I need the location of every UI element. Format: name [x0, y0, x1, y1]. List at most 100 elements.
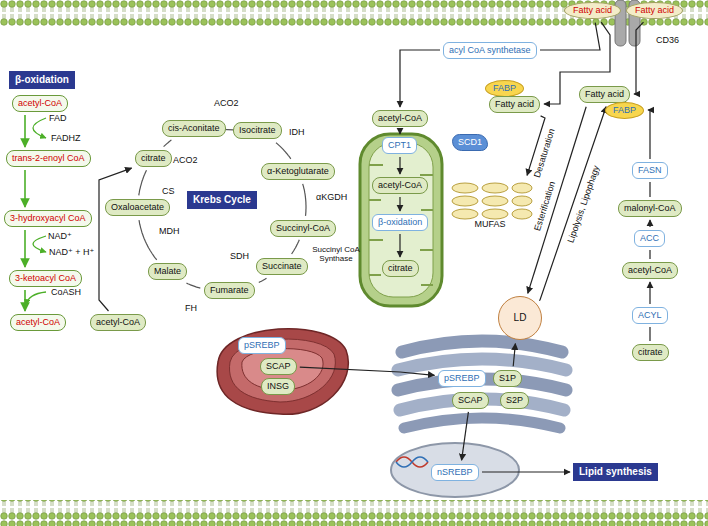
node-text: Isocitrate: [239, 125, 276, 135]
metabolite-box: acetyl-CoA: [372, 110, 428, 127]
connector: [482, 471, 570, 472]
edge-label: Esterification: [532, 180, 557, 232]
enzyme-label: CS: [162, 186, 175, 196]
node-text: LD: [514, 312, 527, 324]
node-text: pSREBP: [244, 340, 280, 350]
connector: [24, 230, 26, 267]
metabolite-box: acetyl-CoA: [372, 177, 428, 194]
metabolite-box: citrate: [632, 344, 669, 361]
enzyme-label: IDH: [289, 127, 305, 137]
node-text: acetyl-CoA: [18, 98, 62, 108]
node-text: citrate: [141, 153, 166, 163]
connector: [462, 412, 469, 460]
metabolite-box: acetyl-CoA: [90, 314, 146, 331]
metabolite-box: Oxaloacetate: [105, 199, 170, 216]
edge-label: Desaturation: [532, 127, 557, 179]
enzyme-box: acyl CoA synthetase: [443, 42, 537, 59]
connector: [24, 290, 26, 311]
connector: [649, 220, 650, 227]
connector: [399, 197, 400, 211]
metabolite-box: trans-2-enoyl CoA: [6, 150, 91, 167]
connector: [139, 170, 147, 195]
connector: [513, 344, 515, 367]
connector: [649, 182, 650, 197]
node-text: MUFAS: [474, 219, 505, 230]
node-text: Oxaloacetate: [111, 202, 164, 212]
connector: [259, 278, 267, 282]
metabolite-box: Fatty acid: [579, 86, 630, 103]
node-text: α-Ketoglutarate: [267, 166, 329, 176]
metabolite-box: Succinate: [256, 258, 308, 275]
node-text: citrate: [638, 347, 663, 357]
node-text: 3-hydroxyacyl CoA: [10, 213, 86, 223]
connector: [99, 168, 132, 311]
node-text: acyl CoA synthetase: [449, 45, 531, 55]
node-text: SCD1: [458, 137, 482, 147]
mitochondrion: [360, 134, 442, 306]
metabolite-box: malonyl-CoA: [618, 200, 682, 217]
endoplasmic-reticulum: [217, 329, 348, 415]
protein-ellipse: FABP: [605, 102, 644, 119]
node-text: pSREBP: [444, 373, 480, 383]
metabolite-box: Succinyl-CoA: [270, 220, 336, 237]
connector: [400, 50, 440, 107]
node-text: 3-ketoacyl CoA: [15, 273, 76, 283]
connector: [399, 157, 400, 174]
node-text: Fatty acid: [585, 89, 624, 99]
node-text: Malate: [154, 266, 181, 276]
enzyme-label: CoASH: [51, 287, 81, 297]
enzyme-label: NAD⁺: [48, 231, 72, 241]
enzyme-label: Succinyl CoA Synthase: [311, 245, 361, 263]
node-text: S2P: [506, 395, 523, 405]
enzyme-label: αKGDH: [316, 192, 347, 202]
metabolite-box: α-Ketoglutarate: [261, 163, 335, 180]
enzyme-label: FAD: [49, 113, 67, 123]
metabolite-box: cis-Aconitate: [162, 120, 226, 137]
connector: [24, 115, 26, 147]
node-text: ACYL: [638, 310, 662, 320]
node-text: β-oxidation: [378, 217, 422, 227]
connector: [648, 110, 650, 159]
metabolite-box: citrate: [382, 260, 419, 277]
connector: [634, 22, 644, 94]
droplet-group: MUFAS: [447, 179, 533, 231]
edge-label: Lipolysis, Lipophagy: [566, 164, 602, 244]
metabolite-box: 3-hydroxyacyl CoA: [4, 210, 92, 227]
connector: [187, 283, 201, 288]
node-text: SCAP: [458, 395, 483, 405]
connector: [649, 282, 650, 304]
node-text: Fatty acid: [573, 5, 612, 15]
node-text: Krebs Cycle: [193, 194, 251, 205]
connector: [528, 107, 586, 294]
metabolite-box: S1P: [493, 370, 522, 387]
node-text: Lipid synthesis: [579, 466, 652, 477]
node-text: Fatty acid: [635, 5, 674, 15]
fatty-acid-ellipse: Fatty acid: [626, 2, 683, 19]
node-text: nSREBP: [437, 467, 473, 477]
golgi-apparatus: [398, 341, 566, 428]
protein-ellipse: FABP: [485, 80, 524, 97]
metabolite-box: 3-ketoacyl CoA: [9, 270, 82, 287]
metabolite-box: citrate: [135, 150, 172, 167]
mufa-droplets: [452, 183, 532, 219]
node-text: acetyl-CoA: [378, 180, 422, 190]
enzyme-box: ACYL: [632, 307, 668, 324]
enzyme-box: ACC: [634, 230, 665, 247]
enzyme-label: FADHZ: [51, 133, 81, 143]
enzyme-box: nSREBP: [431, 464, 479, 481]
node-text: Succinate: [262, 261, 302, 271]
enzyme-box: β-oxidation: [372, 214, 428, 231]
node-text: SCAP: [266, 361, 291, 371]
title-box: Lipid synthesis: [573, 463, 658, 481]
connector: [399, 234, 400, 257]
node-text: Fatty acid: [495, 99, 534, 109]
droplet-circle: LD: [498, 296, 542, 340]
node-text: CPT1: [388, 140, 411, 150]
membrane-bottom: [0, 500, 708, 526]
node-text: citrate: [388, 263, 413, 273]
metabolite-box: acetyl-CoA: [10, 314, 66, 331]
connector: [164, 140, 172, 147]
enzyme-label: CD36: [656, 35, 679, 45]
